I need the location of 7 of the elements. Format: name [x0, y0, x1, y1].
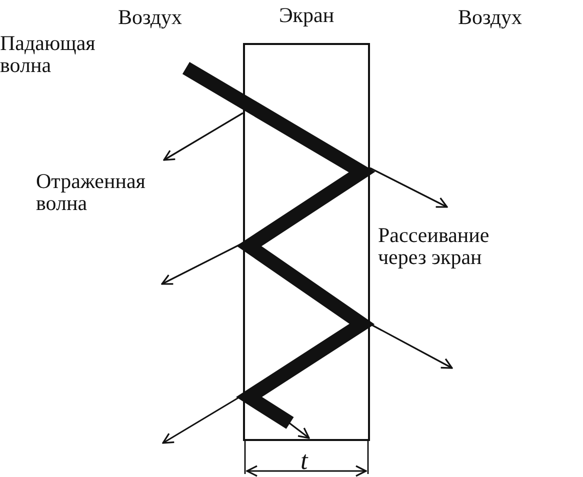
wave-label: Рассеивание через экран: [378, 224, 490, 268]
wave-label: Отраженная волна: [36, 170, 146, 214]
medium-label: Воздух: [456, 6, 524, 28]
screen-heading: Экран: [278, 4, 336, 26]
wave-label: Падающая волна: [0, 32, 96, 76]
medium-label: Воздух: [116, 6, 184, 28]
thickness-label: t: [300, 447, 308, 475]
